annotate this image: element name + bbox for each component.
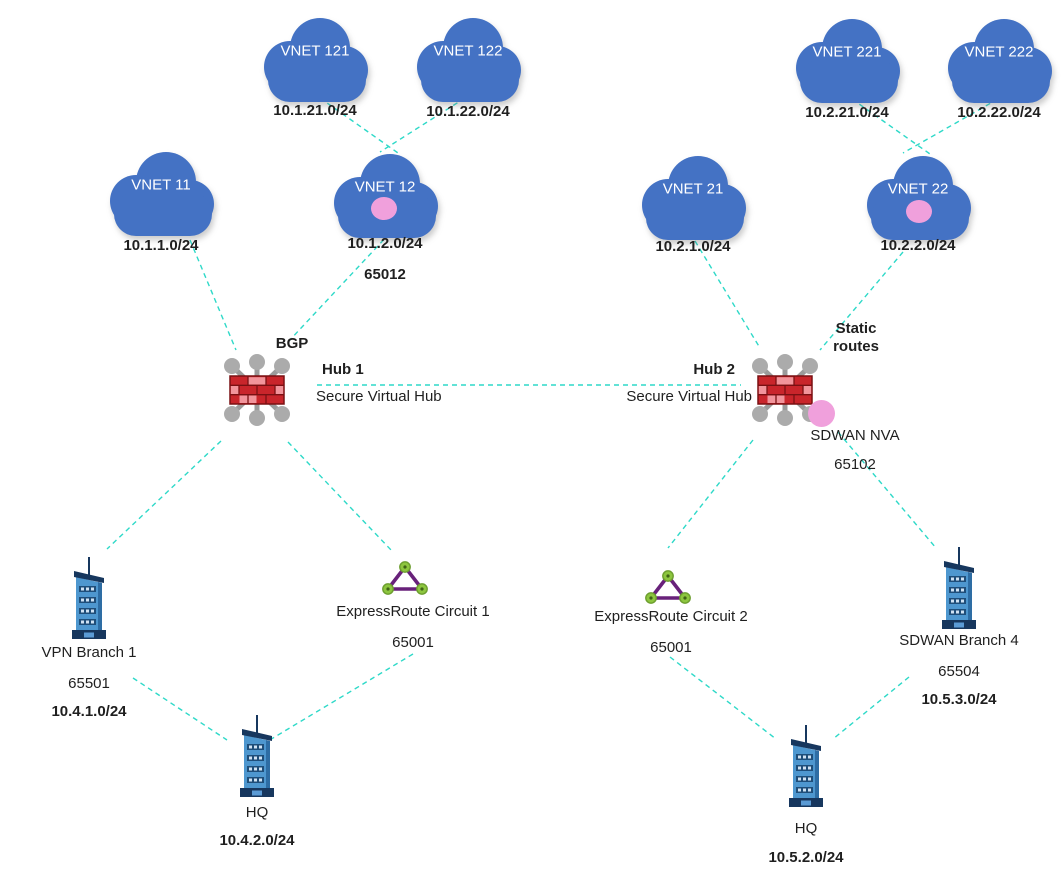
hq-left-building-icon	[235, 714, 279, 798]
expressroute-circuit-2-asn: 65001	[650, 639, 692, 656]
vnet-12-subnet: 10.1.2.0/24	[347, 235, 423, 252]
sdwan-branch-4-label: SDWAN Branch 4	[899, 632, 1019, 649]
cloud-icon	[642, 156, 746, 240]
sdwan-nva-dot-icon	[808, 400, 835, 427]
expressroute-circuit-2-label: ExpressRoute Circuit 2	[594, 608, 748, 625]
cloud-icon	[867, 156, 971, 240]
link-er-circuit-2-hq-right	[669, 656, 777, 740]
hub-2-annotation: Static routes	[833, 320, 879, 355]
link-er-circuit-1-hq-left	[267, 653, 414, 742]
vpn-branch-1-subnet: 10.4.1.0/24	[51, 703, 127, 720]
vnet-22-subnet: 10.2.2.0/24	[880, 237, 956, 254]
vnet-21-subnet: 10.2.1.0/24	[655, 238, 731, 255]
hub-1-firewall-icon	[215, 351, 299, 429]
vnet-21-label: VNET 21	[662, 180, 724, 198]
vnet-11-node: VNET 11	[106, 146, 216, 238]
sdwan-nva-label: SDWAN NVA	[810, 427, 900, 444]
sdwan-nva-asn: 65102	[834, 456, 876, 473]
vnet-22-label: VNET 22	[887, 180, 949, 198]
sdwan-branch-4-building-icon	[937, 546, 981, 630]
vnet-222-label: VNET 222	[964, 43, 1034, 61]
vnet-221-label: VNET 221	[812, 43, 882, 61]
vnet-11-subnet: 10.1.1.0/24	[123, 237, 199, 254]
link-vpn-branch-1-hq-left	[132, 677, 228, 741]
sdwan-branch-4-subnet: 10.5.3.0/24	[921, 691, 997, 708]
vnet-121-label: VNET 121	[280, 42, 350, 60]
vpn-branch-1-label: VPN Branch 1	[41, 644, 137, 661]
hub-1-name: Hub 1	[322, 361, 364, 378]
nva-dot-icon	[371, 197, 397, 220]
vnet-121-subnet: 10.1.21.0/24	[273, 102, 357, 119]
link-hub-2-sdwan-branch-4	[837, 431, 937, 549]
hq-right-building-icon	[784, 724, 828, 808]
vnet-12-label: VNET 12	[354, 178, 416, 196]
cloud-icon	[264, 18, 368, 102]
vnet-12-asn: 65012	[364, 266, 406, 283]
link-vnet-21-hub-2	[694, 240, 761, 349]
hq-left-subnet: 10.4.2.0/24	[219, 832, 295, 849]
vnet-122-node: VNET 122	[413, 12, 523, 104]
vnet-122-label: VNET 122	[433, 42, 503, 60]
link-sdwan-branch-4-hq-right	[832, 676, 910, 740]
cloud-icon	[948, 19, 1052, 103]
sdwan-branch-4-asn: 65504	[938, 663, 980, 680]
cloud-icon	[796, 19, 900, 103]
vnet-22-node: VNET 22	[863, 150, 973, 242]
hub-2-type: Secure Virtual Hub	[626, 388, 752, 405]
hub-2-name: Hub 2	[693, 361, 735, 378]
vpn-branch-1-asn: 65501	[68, 675, 110, 692]
vnet-222-subnet: 10.2.22.0/24	[957, 104, 1041, 121]
hub-2-firewall-icon	[743, 351, 827, 429]
expressroute-circuit-1-label: ExpressRoute Circuit 1	[336, 603, 490, 620]
expressroute-circuit-1-asn: 65001	[392, 634, 434, 651]
vnet-12-node: VNET 12	[330, 148, 440, 240]
vpn-branch-1-building-icon	[67, 556, 111, 640]
link-vnet-11-hub-1	[189, 239, 237, 351]
link-hub-2-er-circuit-2	[667, 439, 754, 549]
cloud-icon	[110, 152, 214, 236]
vnet-221-node: VNET 221	[792, 13, 902, 105]
vnet-221-subnet: 10.2.21.0/24	[805, 104, 889, 121]
hq-left-label: HQ	[245, 804, 269, 821]
link-hub-1-er-circuit-1	[287, 441, 393, 552]
vnet-21-node: VNET 21	[638, 150, 748, 242]
hub-1-annotation: BGP	[275, 335, 309, 352]
nva-dot-icon	[906, 200, 932, 223]
vnet-222-node: VNET 222	[944, 13, 1054, 105]
vnet-11-label: VNET 11	[131, 176, 191, 194]
hq-right-subnet: 10.5.2.0/24	[768, 849, 844, 866]
vnet-122-subnet: 10.1.22.0/24	[426, 103, 510, 120]
hq-right-label: HQ	[794, 820, 818, 837]
expressroute-circuit-2-icon	[644, 569, 692, 607]
expressroute-circuit-1-icon	[381, 560, 429, 598]
cloud-icon	[417, 18, 521, 102]
link-hub-1-vpn-branch-1	[106, 440, 222, 550]
vnet-121-node: VNET 121	[260, 12, 370, 104]
hub-1-type: Secure Virtual Hub	[316, 388, 442, 405]
